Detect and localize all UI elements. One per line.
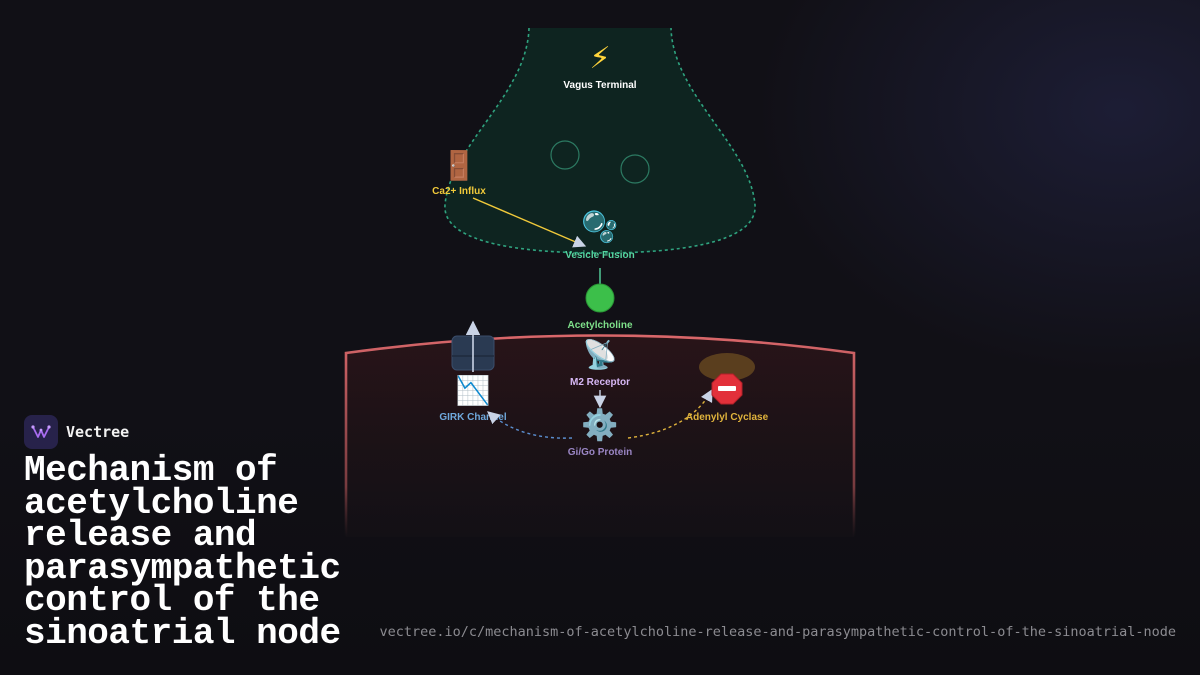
- door-icon: 🚪: [442, 149, 477, 182]
- stop-sign-icon: [711, 373, 743, 405]
- synaptic-vesicle: [620, 154, 650, 184]
- synaptic-vesicle: [550, 140, 580, 170]
- vectree-logo-icon: [24, 415, 58, 449]
- gi-go-protein-label: Gi/Go Protein: [568, 447, 632, 458]
- girk-channel-label: GIRK Channel: [439, 412, 506, 423]
- m2-receptor-label: M2 Receptor: [570, 377, 630, 388]
- brand-name: Vectree: [66, 423, 130, 441]
- sa-node-cell-membrane: [344, 334, 856, 537]
- green-circle-icon: [585, 283, 615, 313]
- ca-influx-label: Ca2+ Influx: [432, 186, 486, 197]
- brand: Vectree: [24, 415, 129, 449]
- source-url[interactable]: vectree.io/c/mechanism-of-acetylcholine-…: [379, 624, 1176, 640]
- gprotein-to-ac-arrow: [627, 388, 713, 439]
- vesicle-fusion-label: Vesicle Fusion: [565, 250, 634, 261]
- page-title: Mechanism of acetylcholine release and p…: [24, 450, 341, 654]
- vagus-terminal-label: Vagus Terminal: [563, 80, 636, 91]
- gear-icon: ⚙️: [581, 407, 618, 443]
- acetylcholine-label: Acetylcholine: [567, 320, 632, 331]
- vagus-terminal-shape: [444, 27, 756, 254]
- ca-to-vesicle-arrow: [472, 197, 587, 248]
- chart-decreasing-icon: 📉: [456, 374, 491, 407]
- adenylyl-cyclase-shape: [699, 353, 755, 381]
- lightning-icon: ⚡: [589, 41, 610, 76]
- adenylyl-cyclase-label: Adenylyl Cyclase: [686, 412, 769, 423]
- satellite-antenna-icon: 📡: [583, 336, 618, 371]
- bubbles-icon: 🫧: [581, 209, 618, 245]
